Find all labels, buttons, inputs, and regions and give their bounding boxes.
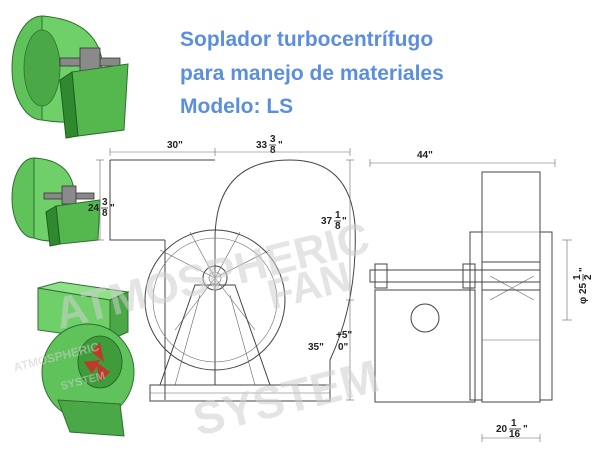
title-line-1: Soplador turbocentrífugo (180, 28, 434, 51)
dim-tolerance-zero: 0" (338, 342, 349, 353)
front-view-drawing (96, 148, 356, 402)
svg-text:3: 3 (270, 134, 276, 145)
svg-text:": " (278, 140, 283, 151)
title-line-2: para manejo de materiales (180, 62, 444, 85)
dimension-labels: 30" 33 3 8 " 24 3 8 " 37 1 (88, 134, 594, 440)
fan-illustration-middle (11, 157, 101, 247)
svg-text:2: 2 (583, 274, 594, 280)
svg-text:8: 8 (270, 145, 276, 156)
dim-height: 37 1 8 " (321, 210, 347, 232)
svg-text:1: 1 (511, 418, 517, 429)
dim-width-left: 30" (167, 140, 183, 151)
svg-text:": " (578, 267, 589, 272)
svg-text:25: 25 (578, 282, 589, 294)
svg-text:20: 20 (496, 424, 508, 435)
watermark-line-3: SYSTEM (188, 350, 384, 446)
dim-tolerance-plus: +5" (336, 330, 352, 341)
title-line-3: Modelo: LS (180, 95, 294, 118)
dim-base-height: 35" (308, 342, 324, 353)
svg-text:33: 33 (256, 140, 268, 151)
svg-text:1: 1 (572, 274, 583, 280)
svg-text:37: 37 (321, 216, 333, 227)
svg-text:24: 24 (88, 203, 100, 214)
svg-text:φ: φ (578, 297, 589, 304)
svg-text:16: 16 (509, 429, 521, 440)
dim-diameter: φ 25 1 2 " (572, 267, 594, 304)
fan-illustration-bottom (37, 281, 135, 437)
fan-illustration-top (11, 15, 129, 139)
svg-text:": " (523, 424, 528, 435)
svg-text:": " (342, 216, 347, 227)
dim-side-height: 24 3 8 " (88, 197, 115, 219)
side-view-drawing (369, 159, 572, 442)
dim-outlet: 20 1 16 " (496, 418, 528, 440)
svg-text:8: 8 (102, 208, 108, 219)
dim-overall-length: 44" (417, 150, 433, 161)
svg-text:1: 1 (335, 210, 341, 221)
dim-width-right: 33 3 8 " (256, 134, 283, 156)
svg-text:8: 8 (335, 221, 341, 232)
svg-text:": " (110, 203, 115, 214)
svg-text:3: 3 (102, 197, 108, 208)
